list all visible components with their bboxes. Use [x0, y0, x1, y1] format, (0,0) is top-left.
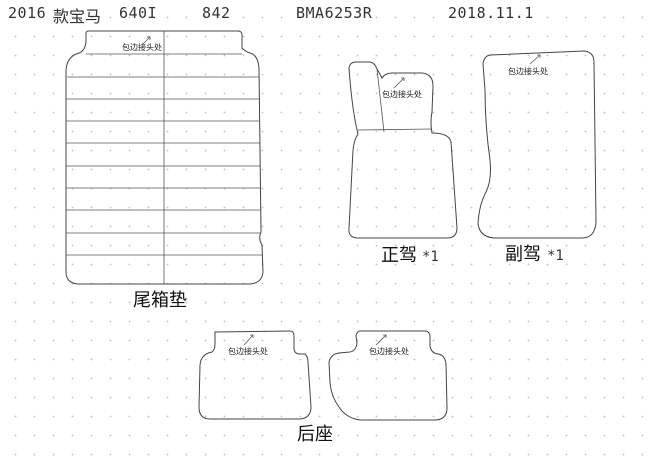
trunk-mat-outline	[65, 30, 264, 285]
rear-left-mat-joint-arrow-icon	[243, 334, 254, 346]
header-model: 640I	[119, 4, 158, 22]
trunk-mat-joint-arrow-icon	[141, 36, 151, 46]
passenger-mat-outline	[477, 50, 597, 239]
header-code: 842	[202, 4, 231, 22]
rear-right-mat-joint-note: 包边接头处	[369, 346, 409, 356]
passenger-mat-quantity: *1	[547, 248, 564, 264]
driver-mat-joint-arrow-icon	[393, 77, 405, 89]
header-part-number: BMA6253R	[296, 4, 373, 22]
passenger-mat-joint-arrow-icon	[529, 54, 541, 65]
header-brand-text: 款宝马	[53, 7, 102, 26]
rear-right-mat: 包边接头处	[328, 330, 448, 421]
rear-right-mat-outline	[328, 330, 448, 421]
header-brand: 款宝马	[53, 3, 101, 27]
passenger-mat-label: 副驾	[505, 244, 541, 265]
driver-mat-seam	[357, 128, 433, 131]
driver-mat-fold-line	[376, 68, 385, 133]
header-year: 2016	[8, 4, 47, 22]
rear-left-mat-joint-note: 包边接头处	[228, 346, 268, 356]
driver-mat-outline	[348, 61, 458, 239]
passenger-mat: 包边接头处 副驾 *1	[477, 50, 597, 265]
driver-mat-joint-note: 包边接头处	[382, 89, 422, 99]
trunk-mat-joint-note: 包边接头处	[122, 42, 162, 52]
rear-mats-label: 后座	[297, 424, 333, 445]
rear-left-mat: 包边接头处	[198, 330, 312, 420]
driver-mat: 包边接头处 正驾 *1	[348, 61, 458, 266]
driver-mat-quantity: *1	[422, 249, 439, 265]
passenger-mat-joint-note: 包边接头处	[508, 66, 548, 76]
rear-right-mat-joint-arrow-icon	[375, 334, 387, 346]
trunk-mat-label: 尾箱垫	[133, 290, 187, 311]
trunk-mat: 包边接头处 尾箱垫	[65, 30, 264, 311]
rear-left-mat-outline	[198, 330, 312, 420]
header-date: 2018.11.1	[448, 4, 534, 22]
driver-mat-label: 正驾	[381, 245, 417, 266]
